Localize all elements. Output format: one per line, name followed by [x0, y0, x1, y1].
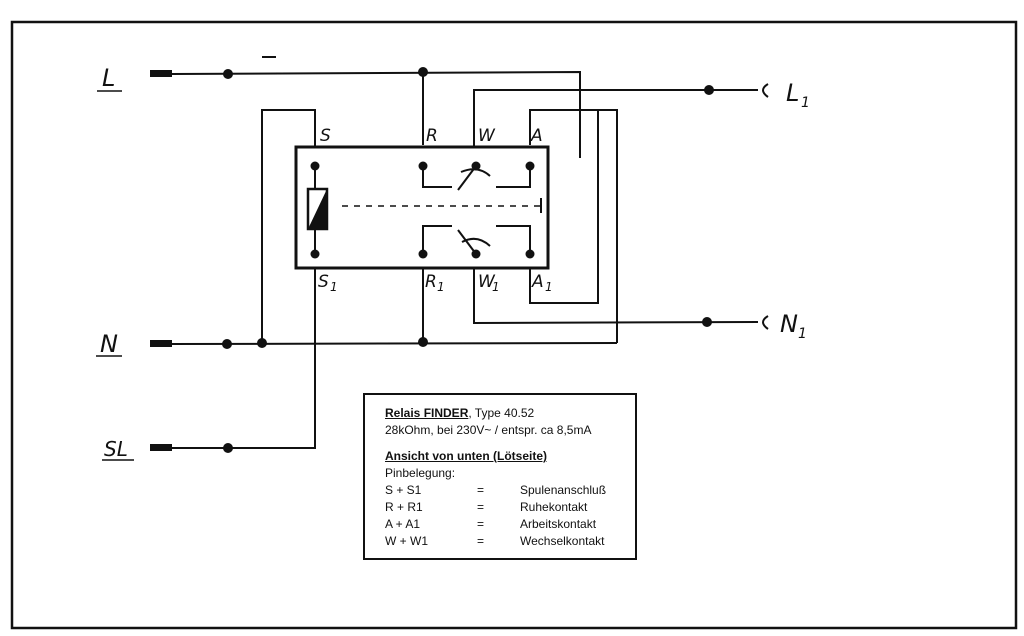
wire-l [171, 70, 581, 158]
pin-r1 [418, 249, 428, 259]
legend-pin-equals: = [477, 500, 485, 514]
legend-pin-row: S + S1 = Spulenanschluß [385, 482, 635, 499]
legend-pin-names: W + W1 [385, 534, 429, 548]
pin-a [525, 161, 535, 171]
label-sl: SL [104, 437, 128, 461]
junctions [222, 67, 714, 453]
pin-w1 [471, 249, 481, 259]
legend-pin-description: Ruhekontakt [520, 500, 588, 514]
plug-l [150, 70, 172, 77]
pin-r [418, 161, 428, 171]
terminal-l1-mark [762, 83, 769, 98]
wire-sl [172, 268, 316, 449]
label-pin-s: S [320, 126, 331, 146]
terminal-n1-mark [762, 315, 769, 330]
wire-l1 [473, 89, 758, 148]
page-frame [10, 20, 1018, 630]
relay-coil [306, 166, 329, 254]
label-n: N [100, 330, 118, 358]
legend-pin-equals: = [477, 483, 485, 497]
legend-pin-row: W + W1 = Wechselkontakt [385, 533, 635, 550]
legend-spec: 28kOhm, bei 230V~ / entspr. ca 8,5mA [385, 423, 592, 437]
label-pin-s1-sub: 1 [330, 280, 338, 294]
label-l1-sub: 1 [801, 95, 810, 111]
relay-body [294, 145, 550, 270]
legend-pin-description: Arbeitskontakt [520, 517, 597, 531]
plug-n [150, 340, 172, 347]
legend-pin-description: Wechselkontakt [520, 534, 605, 548]
legend-pin-heading: Pinbelegung: [385, 466, 456, 480]
legend-pin-names: A + A1 [385, 517, 421, 531]
legend-view-heading: Ansicht von unten (Lötseite) [385, 449, 547, 463]
label-pin-s1: S [318, 272, 329, 292]
label-pin-r1: R [425, 272, 437, 292]
label-pin-w1-sub: 1 [492, 280, 500, 294]
input-terminals [150, 70, 172, 451]
wire-n [171, 342, 618, 345]
output-terminals [762, 83, 769, 330]
wire-n-to-s [261, 109, 316, 344]
legend-pin-description: Spulenanschluß [520, 483, 607, 497]
wiring [171, 70, 759, 449]
label-pin-r1-sub: 1 [437, 280, 445, 294]
pin-s [310, 161, 320, 171]
pin-w [471, 161, 481, 171]
wire-a1-loop [529, 110, 599, 304]
wire-w1-n1 [473, 268, 759, 325]
label-pin-w1: W [478, 272, 496, 292]
legend-gap [385, 439, 635, 448]
relay-pins [310, 161, 535, 259]
pin-s1 [310, 249, 320, 259]
label-n1: N [780, 310, 798, 338]
label-l1: L [786, 79, 799, 107]
legend-title: Relais FINDER [385, 406, 469, 420]
legend-pin-equals: = [477, 534, 485, 548]
legend-pin-equals: = [477, 517, 485, 531]
label-pin-a: A [530, 126, 543, 146]
legend-pin-names: R + R1 [385, 500, 423, 514]
label-pin-a1-sub: 1 [545, 280, 553, 294]
wire-a-loop [529, 109, 618, 343]
label-pin-a1: A [531, 272, 544, 292]
plug-sl [150, 444, 172, 451]
label-pin-r: R [426, 126, 438, 146]
lower-contact-set [422, 225, 531, 255]
legend-title-line: Relais FINDER, Type 40.52 [385, 405, 635, 422]
legend-pin-row: A + A1 = Arbeitskontakt [385, 516, 635, 533]
label-pin-w: W [478, 126, 496, 146]
legend-pin-row: R + R1 = Ruhekontakt [385, 499, 635, 516]
label-l: L [102, 64, 115, 92]
legend-box: Relais FINDER, Type 40.52 28kOhm, bei 23… [363, 393, 637, 560]
label-n1-sub: 1 [798, 326, 807, 342]
pin-a1 [525, 249, 535, 259]
legend-pin-names: S + S1 [385, 483, 422, 497]
legend-type: , Type 40.52 [468, 406, 535, 420]
